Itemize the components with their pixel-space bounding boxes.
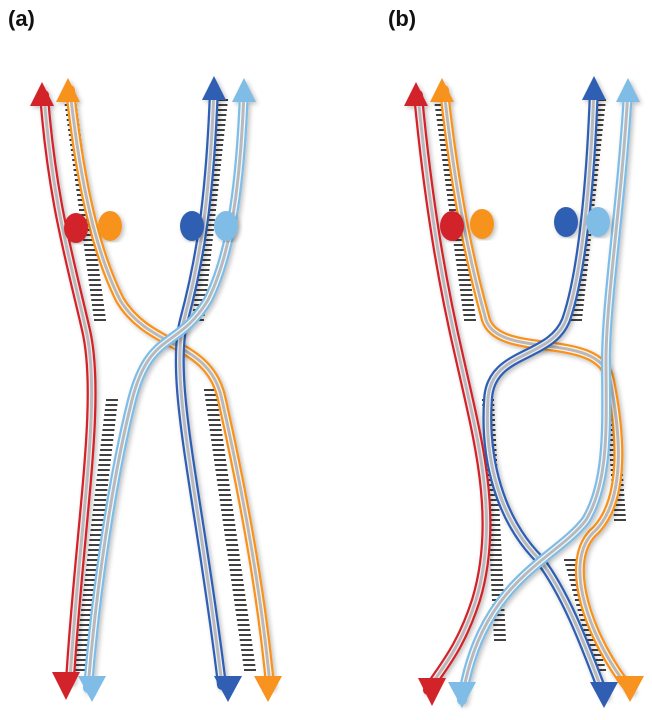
centromere-b-darkblue	[554, 207, 578, 237]
panel-a-diagram	[30, 76, 282, 702]
strand-a-red-arrowhead	[30, 82, 54, 106]
strand-b-orange	[430, 78, 630, 690]
strand-b-lightblue-arrowhead	[616, 78, 640, 102]
arrow-b-darkblue-bottom	[590, 682, 618, 708]
arrow-a-darkblue-bottom	[214, 676, 242, 702]
arrow-a-orange-bottom	[254, 676, 282, 702]
arrow-a-red-bottom	[52, 672, 80, 700]
strand-b-darkblue-arrowhead	[582, 76, 606, 100]
centromere-a-darkblue	[180, 211, 204, 241]
centromere-b-red	[440, 211, 464, 241]
centromere-a-red	[64, 213, 88, 243]
strand-b-red	[404, 82, 487, 690]
centromere-a-lightblue	[214, 211, 238, 241]
strand-a-orange-arrowhead	[56, 78, 80, 102]
strand-b-orange-arrowhead	[430, 78, 454, 102]
panel-b-diagram	[404, 76, 644, 708]
centromere-b-lightblue	[586, 207, 610, 237]
arrow-b-orange-bottom	[616, 676, 644, 702]
strand-a-lightblue	[88, 78, 256, 688]
strand-a-lightblue-arrowhead	[232, 78, 256, 102]
arrow-b-lightblue-bottom	[448, 682, 476, 708]
arrow-a-lightblue-bottom	[78, 676, 106, 702]
centromere-b-orange	[470, 209, 494, 239]
strand-a-darkblue-arrowhead	[202, 76, 226, 100]
strand-b-red-arrowhead	[404, 82, 428, 106]
arrow-b-red-bottom	[418, 678, 446, 706]
centromere-a-orange	[98, 211, 122, 241]
